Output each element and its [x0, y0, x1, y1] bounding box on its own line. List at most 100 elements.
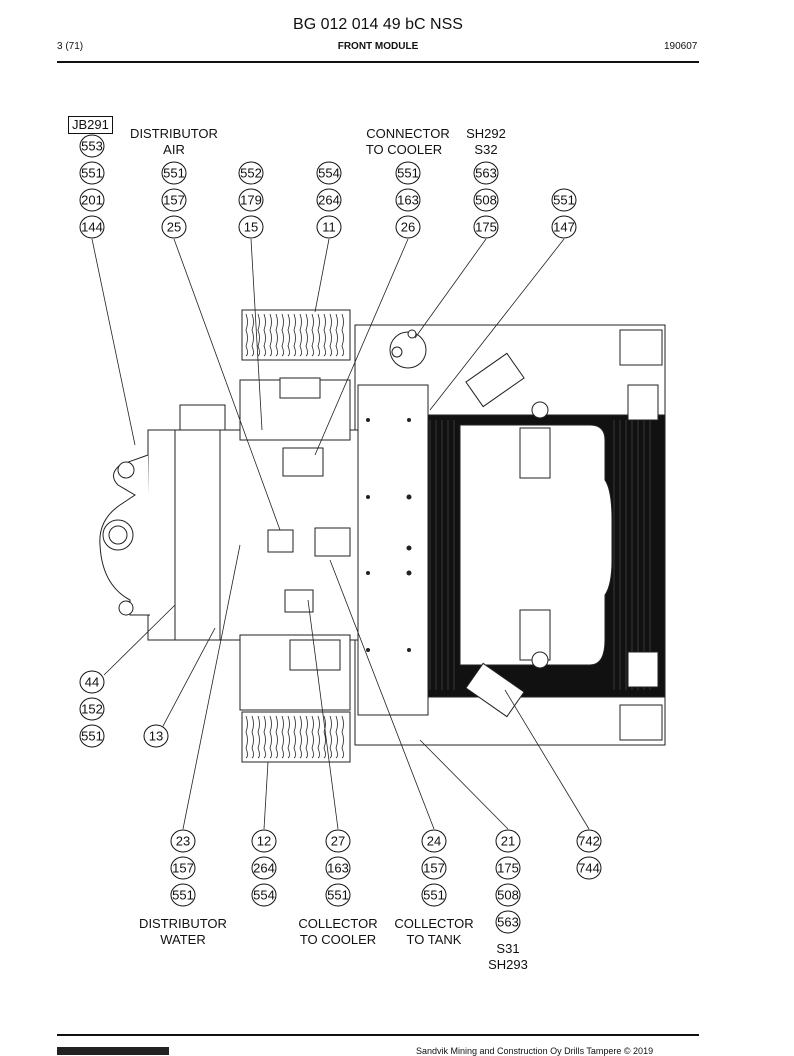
svg-text:551: 551 — [81, 729, 103, 744]
svg-text:563: 563 — [497, 915, 519, 930]
bottom-callout-0-1: 157 — [170, 856, 196, 880]
collector-cooler-label-line2: TO COOLER — [299, 932, 377, 947]
top-callout-1-0: 551 — [161, 161, 187, 185]
leader-line-12 — [329, 559, 435, 830]
bottom-callout-0-0: 23 — [170, 829, 196, 853]
bottom-callout-3-0: 24 — [421, 829, 447, 853]
top-callout-2-2: 15 — [238, 215, 264, 239]
svg-text:551: 551 — [327, 888, 349, 903]
collector-tank-label-line2: TO TANK — [406, 932, 462, 947]
bottom-callout-0-2: 551 — [170, 883, 196, 907]
svg-text:264: 264 — [253, 861, 275, 876]
svg-text:44: 44 — [85, 675, 99, 690]
s31-label: S31 — [496, 941, 520, 956]
svg-text:144: 144 — [81, 220, 103, 235]
svg-text:163: 163 — [397, 193, 419, 208]
leader-lines — [91, 238, 590, 830]
bottom-callout-1-0: 12 — [251, 829, 277, 853]
distributor-water-label-line1: DISTRIBUTOR — [139, 916, 227, 931]
svg-text:744: 744 — [578, 861, 600, 876]
footer-rule — [57, 1034, 699, 1036]
svg-text:175: 175 — [497, 861, 519, 876]
svg-text:563: 563 — [475, 166, 497, 181]
leader-line-9 — [182, 544, 241, 830]
svg-text:551: 551 — [423, 888, 445, 903]
callout-layer: 553 551 201 144 551 157 25 552 179 15 554 264 11 551 1… — [79, 134, 602, 934]
bottom-callout-2-1: 163 — [325, 856, 351, 880]
svg-text:508: 508 — [475, 193, 497, 208]
svg-text:551: 551 — [397, 166, 419, 181]
leader-line-11 — [307, 599, 339, 830]
leader-line-0 — [91, 238, 136, 446]
leader-line-10 — [263, 761, 269, 830]
footer-copyright: Sandvik Mining and Construction Oy Drill… — [416, 1046, 654, 1056]
svg-text:742: 742 — [578, 834, 600, 849]
top-callout-2-1: 179 — [238, 188, 264, 212]
top-callout-4-1: 163 — [395, 188, 421, 212]
bottom-callout-3-1: 157 — [421, 856, 447, 880]
svg-text:553: 553 — [81, 139, 103, 154]
top-callout-4-0: 551 — [395, 161, 421, 185]
document-code: 190607 — [664, 41, 698, 52]
svg-text:201: 201 — [81, 193, 103, 208]
top-callout-3-0: 554 — [316, 161, 342, 185]
left-callout-0-2: 551 — [79, 724, 105, 748]
svg-text:551: 551 — [163, 166, 185, 181]
svg-text:157: 157 — [423, 861, 445, 876]
header-rule — [57, 61, 699, 63]
top-callout-0-2: 201 — [79, 188, 105, 212]
page-number: 3 (71) — [57, 41, 84, 52]
s32-label: S32 — [474, 142, 498, 157]
bottom-callout-5-1: 744 — [576, 856, 602, 880]
section-title: FRONT MODULE — [337, 41, 419, 52]
leader-line-2 — [250, 238, 263, 431]
machine-drawing — [99, 309, 666, 763]
svg-text:152: 152 — [81, 702, 103, 717]
sandvik-logo — [57, 1047, 169, 1055]
distributor-air-label-line2: AIR — [163, 142, 185, 157]
svg-text:163: 163 — [327, 861, 349, 876]
document-title: BG 012 014 49 bC NSS — [293, 16, 463, 33]
distributor-air-label-line1: DISTRIBUTOR — [130, 126, 218, 141]
svg-text:179: 179 — [240, 193, 262, 208]
sh292-label: SH292 — [466, 126, 506, 141]
svg-text:21: 21 — [501, 834, 515, 849]
bottom-callout-2-0: 27 — [325, 829, 351, 853]
leader-line-14 — [504, 689, 590, 830]
bottom-callout-5-0: 742 — [576, 829, 602, 853]
left-callout-1-0: 13 — [143, 724, 169, 748]
bottom-callout-2-2: 551 — [325, 883, 351, 907]
svg-text:25: 25 — [167, 220, 181, 235]
svg-text:551: 551 — [172, 888, 194, 903]
collector-cooler-label-line1: COLLECTOR — [298, 916, 378, 931]
top-callout-2-0: 552 — [238, 161, 264, 185]
top-callout-3-1: 264 — [316, 188, 342, 212]
junction-box-label: JB291 — [68, 116, 113, 134]
top-callout-3-2: 11 — [316, 215, 342, 239]
svg-text:551: 551 — [81, 166, 103, 181]
svg-text:24: 24 — [427, 834, 441, 849]
sh293-label: SH293 — [488, 957, 528, 972]
leader-line-1 — [173, 238, 281, 531]
top-callout-0-3: 144 — [79, 215, 105, 239]
svg-text:554: 554 — [318, 166, 340, 181]
left-callout-0-1: 152 — [79, 697, 105, 721]
svg-text:508: 508 — [497, 888, 519, 903]
bottom-callout-4-2: 508 — [495, 883, 521, 907]
svg-text:26: 26 — [401, 220, 415, 235]
leader-line-7 — [103, 604, 176, 676]
leader-line-13 — [419, 739, 509, 830]
svg-text:552: 552 — [240, 166, 262, 181]
svg-text:13: 13 — [149, 729, 163, 744]
top-callout-6-0: 551 — [551, 188, 577, 212]
svg-text:23: 23 — [176, 834, 190, 849]
bottom-callout-1-1: 264 — [251, 856, 277, 880]
leader-line-4 — [314, 238, 409, 456]
top-callout-1-1: 157 — [161, 188, 187, 212]
svg-text:11: 11 — [322, 220, 336, 235]
connector-cooler-label-line1: CONNECTOR — [366, 126, 450, 141]
bottom-callout-4-0: 21 — [495, 829, 521, 853]
leader-line-3 — [314, 238, 330, 313]
svg-text:147: 147 — [553, 220, 575, 235]
connector-cooler-label-line2: TO COOLER — [365, 142, 443, 157]
